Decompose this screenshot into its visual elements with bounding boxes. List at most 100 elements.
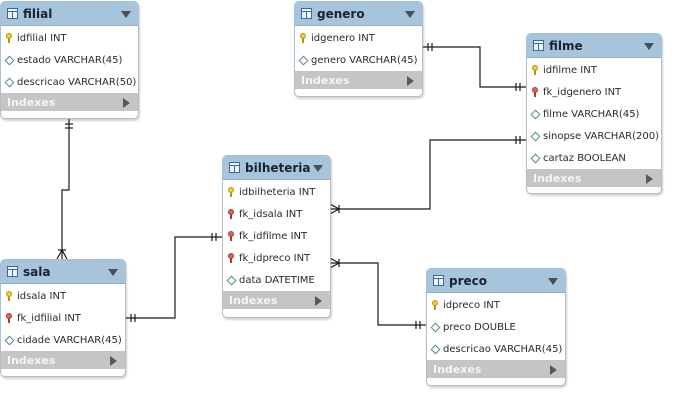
collapse-arrow-icon[interactable] xyxy=(121,11,131,18)
collapse-arrow-icon[interactable] xyxy=(405,11,415,18)
collapse-arrow-icon[interactable] xyxy=(313,165,323,172)
table-header[interactable]: bilheteria xyxy=(223,156,330,180)
column-row[interactable]: fk_idpreco INT xyxy=(223,247,330,269)
table-preco[interactable]: preco idpreco INT preco DOUBLE descricao… xyxy=(426,268,566,386)
primary-key-icon xyxy=(530,65,540,75)
column-row[interactable]: idbilheteria INT xyxy=(223,181,330,203)
table-bilheteria[interactable]: bilheteria idbilheteria INT fk_idsala IN… xyxy=(222,155,331,318)
relationship-sala-bilheteria[interactable] xyxy=(125,233,222,322)
column-label: idfilme INT xyxy=(543,64,597,76)
column-row[interactable]: descricao VARCHAR(45) xyxy=(427,338,565,360)
collapse-arrow-icon[interactable] xyxy=(108,269,118,276)
column-row[interactable]: idsala INT xyxy=(1,285,125,307)
column-row[interactable]: cidade VARCHAR(45) xyxy=(1,329,125,351)
table-header[interactable]: preco xyxy=(427,269,565,293)
column-label: fk_idpreco INT xyxy=(239,252,311,264)
column-label: descricao VARCHAR(50) xyxy=(17,76,137,88)
table-header[interactable]: filme xyxy=(527,34,661,58)
table-icon xyxy=(229,162,240,173)
column-list: idgenero INT genero VARCHAR(45) xyxy=(295,26,422,71)
table-sala[interactable]: sala idsala INT fk_idfilial INT cidade V… xyxy=(0,259,126,377)
foreign-key-icon xyxy=(226,253,236,263)
primary-key-icon xyxy=(4,291,14,301)
collapse-arrow-icon[interactable] xyxy=(644,43,654,50)
indexes-bar[interactable]: Indexes xyxy=(1,351,125,369)
column-row[interactable]: fk_idfilial INT xyxy=(1,307,125,329)
primary-key-icon xyxy=(298,33,308,43)
column-diamond-icon xyxy=(4,77,14,87)
column-diamond-icon xyxy=(430,344,440,354)
indexes-bar[interactable]: Indexes xyxy=(427,360,565,378)
expand-arrow-icon[interactable] xyxy=(123,98,130,108)
relationship-preco-bilheteria[interactable] xyxy=(329,257,426,329)
column-label: idsala INT xyxy=(17,290,67,302)
table-header[interactable]: sala xyxy=(1,260,125,284)
column-row[interactable]: cartaz BOOLEAN xyxy=(527,147,661,169)
column-label: cartaz BOOLEAN xyxy=(543,152,626,164)
foreign-key-icon xyxy=(226,209,236,219)
expand-arrow-icon[interactable] xyxy=(407,76,414,86)
relationship-genero-filme[interactable] xyxy=(422,43,526,91)
column-row[interactable]: estado VARCHAR(45) xyxy=(1,49,138,71)
column-label: idgenero INT xyxy=(311,32,375,44)
table-title: bilheteria xyxy=(245,160,311,175)
expand-arrow-icon[interactable] xyxy=(110,356,117,366)
table-icon xyxy=(433,275,444,286)
column-list: idbilheteria INT fk_idsala INT fk_idfilm… xyxy=(223,180,330,291)
column-diamond-icon xyxy=(530,109,540,119)
collapse-arrow-icon[interactable] xyxy=(548,278,558,285)
table-genero[interactable]: genero idgenero INT genero VARCHAR(45) I… xyxy=(294,1,423,97)
table-icon xyxy=(7,266,18,277)
column-row[interactable]: genero VARCHAR(45) xyxy=(295,49,422,71)
column-row[interactable]: descricao VARCHAR(50) xyxy=(1,71,138,93)
column-row[interactable]: filme VARCHAR(45) xyxy=(527,103,661,125)
column-row[interactable]: fk_idfilme INT xyxy=(223,225,330,247)
column-row[interactable]: sinopse VARCHAR(200) xyxy=(527,125,661,147)
indexes-label: Indexes xyxy=(301,73,350,87)
table-title: sala xyxy=(23,264,51,279)
column-label: idfilial INT xyxy=(17,32,67,44)
indexes-label: Indexes xyxy=(229,293,278,307)
expand-arrow-icon[interactable] xyxy=(550,365,557,375)
table-icon xyxy=(7,8,18,19)
column-list: idfilme INT fk_idgenero INT filme VARCHA… xyxy=(527,58,661,169)
table-header[interactable]: genero xyxy=(295,2,422,26)
column-row[interactable]: idpreco INT xyxy=(427,294,565,316)
table-filial[interactable]: filial idfilial INT estado VARCHAR(45) d… xyxy=(0,1,139,119)
expand-arrow-icon[interactable] xyxy=(315,296,322,306)
indexes-label: Indexes xyxy=(533,171,582,185)
table-title: filme xyxy=(549,38,583,53)
indexes-label: Indexes xyxy=(433,362,482,376)
indexes-label: Indexes xyxy=(7,353,56,367)
column-row[interactable]: idfilme INT xyxy=(527,59,661,81)
column-row[interactable]: idfilial INT xyxy=(1,27,138,49)
foreign-key-icon xyxy=(226,231,236,241)
indexes-bar[interactable]: Indexes xyxy=(223,291,330,309)
expand-arrow-icon[interactable] xyxy=(646,174,653,184)
column-diamond-icon xyxy=(530,153,540,163)
column-diamond-icon xyxy=(226,275,236,285)
table-filme[interactable]: filme idfilme INT fk_idgenero INT filme … xyxy=(526,33,662,194)
table-header[interactable]: filial xyxy=(1,2,138,26)
column-row[interactable]: data DATETIME xyxy=(223,269,330,291)
column-list: idpreco INT preco DOUBLE descricao VARCH… xyxy=(427,293,565,360)
table-icon xyxy=(301,8,312,19)
column-label: genero VARCHAR(45) xyxy=(311,54,418,66)
relationship-filme-bilheteria[interactable] xyxy=(329,136,526,215)
column-list: idfilial INT estado VARCHAR(45) descrica… xyxy=(1,26,138,93)
table-title: filial xyxy=(23,6,53,21)
column-label: estado VARCHAR(45) xyxy=(17,54,123,66)
indexes-bar[interactable]: Indexes xyxy=(1,93,138,111)
column-row[interactable]: fk_idgenero INT xyxy=(527,81,661,103)
indexes-bar[interactable]: Indexes xyxy=(527,169,661,187)
column-row[interactable]: idgenero INT xyxy=(295,27,422,49)
column-row[interactable]: fk_idsala INT xyxy=(223,203,330,225)
foreign-key-icon xyxy=(530,87,540,97)
relationship-filial-sala[interactable] xyxy=(56,118,73,260)
column-label: fk_idgenero INT xyxy=(543,86,622,98)
column-row[interactable]: preco DOUBLE xyxy=(427,316,565,338)
indexes-bar[interactable]: Indexes xyxy=(295,71,422,89)
column-diamond-icon xyxy=(4,335,14,345)
